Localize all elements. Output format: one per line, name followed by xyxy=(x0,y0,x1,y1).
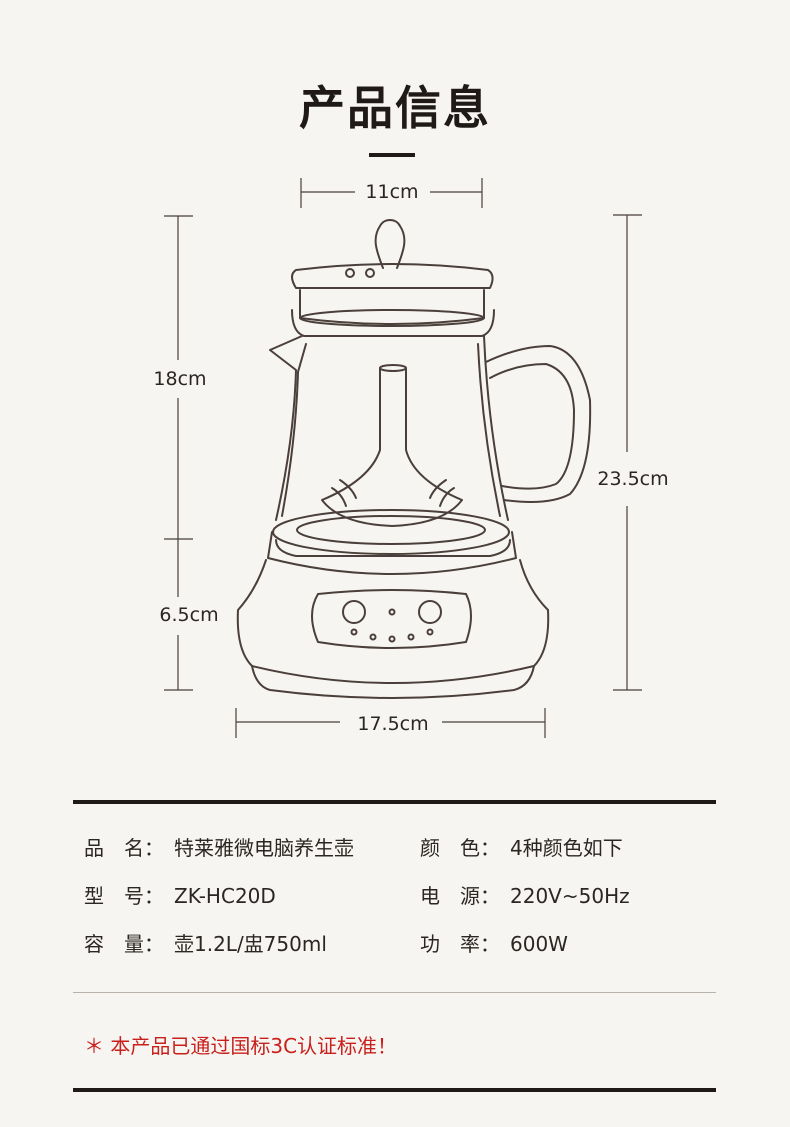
dim-base-height: 6.5cm xyxy=(159,604,218,626)
spec-wattage: 功 率： 600W xyxy=(420,928,568,957)
spec-model-label: 型 号： xyxy=(84,884,164,908)
title-underline xyxy=(369,153,415,157)
dim-body-height: 18cm xyxy=(153,368,206,390)
spec-wattage-value: 600W xyxy=(510,932,568,956)
spec-power-source: 电 源： 220V~50Hz xyxy=(420,880,630,909)
dim-base-width: 17.5cm xyxy=(357,713,428,735)
spec-capacity: 容 量： 壶1.2L/盅750ml xyxy=(84,928,327,957)
spec-name-value: 特莱雅微电脑养生壶 xyxy=(174,836,354,860)
spec-color: 颜 色： 4种颜色如下 xyxy=(420,832,623,861)
spec-top-rule xyxy=(73,800,716,804)
spec-power-source-value: 220V~50Hz xyxy=(510,884,630,908)
lid-knob-shape xyxy=(374,219,406,269)
spec-wattage-label: 功 率： xyxy=(420,932,500,956)
spec-bottom-rule xyxy=(73,1088,716,1092)
dim-total-height: 23.5cm xyxy=(597,468,668,490)
spec-name: 品 名： 特莱雅微电脑养生壶 xyxy=(84,832,354,861)
spec-divider xyxy=(73,992,716,993)
spec-color-value: 4种颜色如下 xyxy=(510,836,623,860)
dim-top-width: 11cm xyxy=(365,181,418,203)
page-title: 产品信息 xyxy=(299,81,491,135)
spec-name-label: 品 名： xyxy=(84,836,164,860)
kettle-dimension-diagram: 11cm 18cm 6.5cm 23.5cm 17.5cm xyxy=(153,178,669,738)
spec-model-value: ZK-HC20D xyxy=(174,884,276,908)
spec-capacity-label: 容 量： xyxy=(84,932,164,956)
spec-model: 型 号： ZK-HC20D xyxy=(84,880,276,909)
spec-power-source-label: 电 源： xyxy=(420,884,500,908)
spec-capacity-value: 壶1.2L/盅750ml xyxy=(174,932,327,956)
certification-notice: ＊ 本产品已通过国标3C认证标准！ xyxy=(84,1034,398,1058)
spec-color-label: 颜 色： xyxy=(420,836,500,860)
